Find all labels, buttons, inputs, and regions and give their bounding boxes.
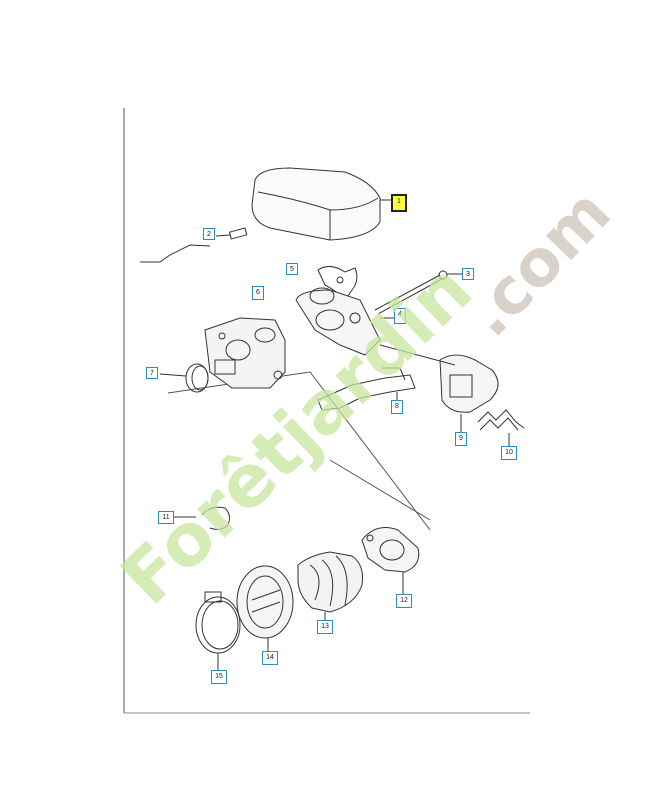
callout-15[interactable]: 15	[211, 670, 227, 684]
callout-2[interactable]: 2	[203, 228, 215, 240]
carburettor-part	[204, 317, 286, 389]
hose-clamp-part	[195, 591, 241, 670]
callout-13[interactable]: 13	[317, 620, 333, 634]
callout-5[interactable]: 5	[286, 263, 298, 275]
carburettor-holder-part	[379, 344, 499, 432]
callout-3[interactable]: 3	[462, 268, 474, 280]
circlip-part	[174, 506, 230, 530]
choke-rod-part	[140, 227, 248, 263]
clamp-housing-part	[236, 565, 294, 651]
bracket-part	[317, 266, 358, 301]
callout-12[interactable]: 12	[396, 594, 412, 608]
intake-bellows-part	[297, 551, 363, 620]
callout-1[interactable]: 1	[391, 194, 407, 212]
intake-manifold-part	[295, 287, 394, 356]
callout-4[interactable]: 4	[394, 308, 406, 324]
air-filter-cover-part	[251, 167, 392, 241]
callout-11[interactable]: 11	[158, 511, 174, 524]
spring-clip-part	[477, 409, 525, 446]
callout-8[interactable]: 8	[391, 400, 403, 414]
gasket-ring-part	[159, 363, 209, 393]
callout-10[interactable]: 10	[501, 446, 517, 460]
callout-14[interactable]: 14	[262, 651, 278, 665]
callout-9[interactable]: 9	[455, 432, 467, 446]
callout-6[interactable]: 6	[252, 286, 264, 300]
screw-part	[374, 270, 462, 315]
group-line-2	[329, 459, 431, 521]
group-line	[167, 371, 431, 531]
callout-7[interactable]: 7	[146, 367, 158, 379]
flange-part	[361, 527, 420, 594]
